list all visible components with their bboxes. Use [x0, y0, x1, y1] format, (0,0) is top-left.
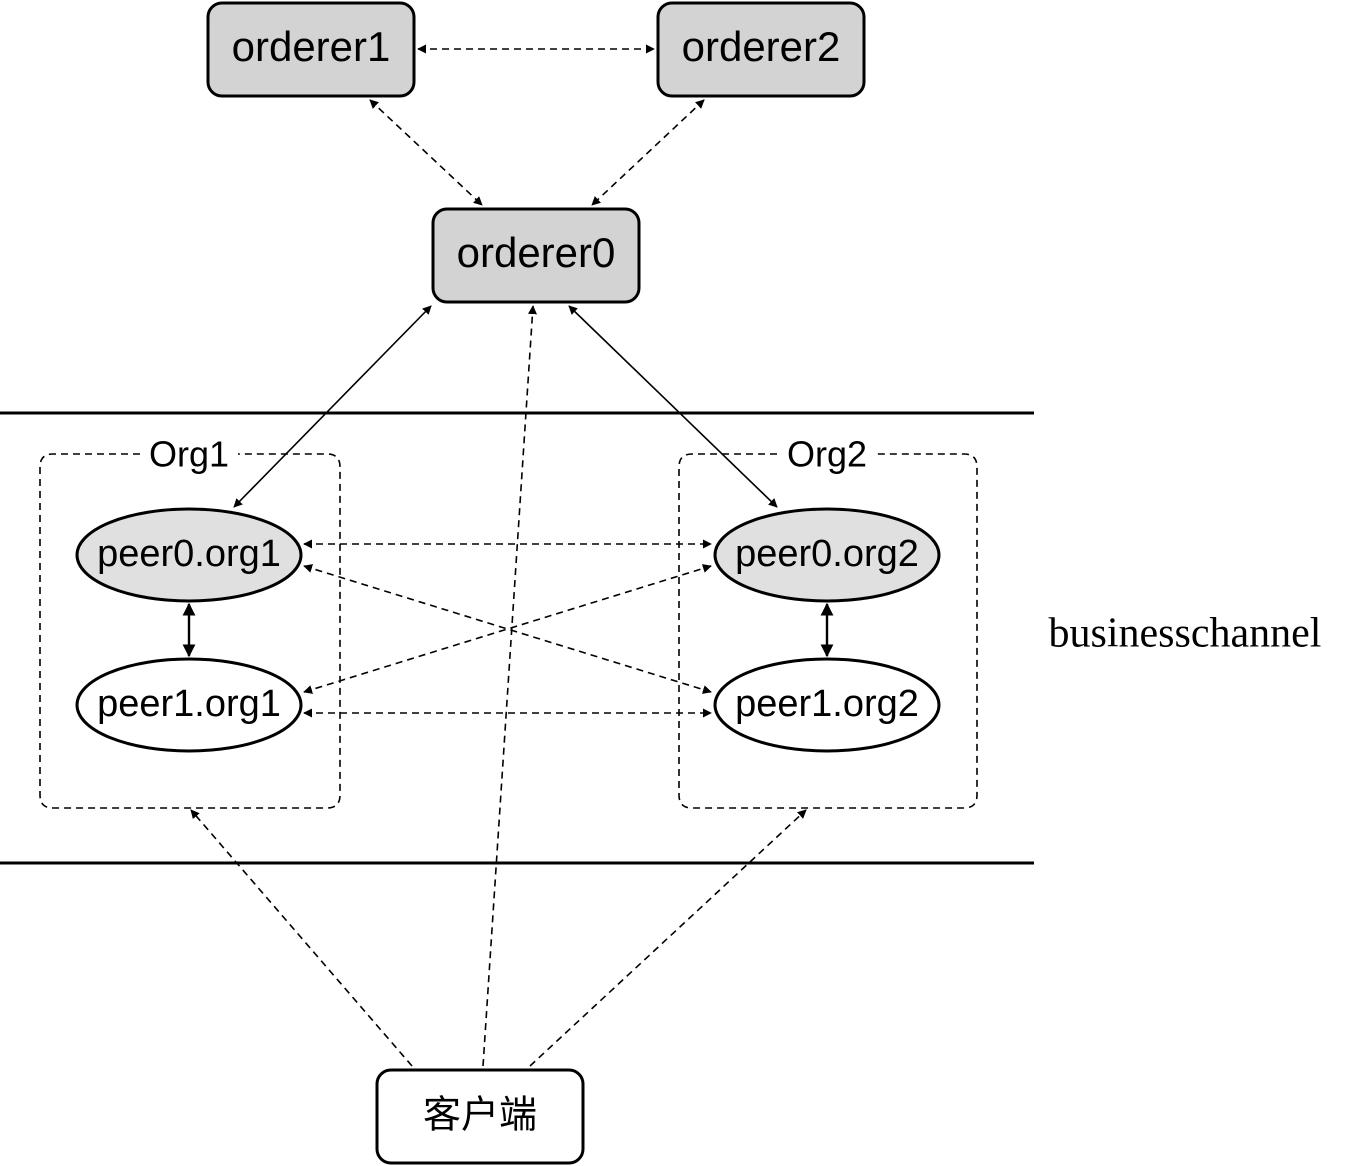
- orderer0-node[interactable]: [431, 207, 641, 304]
- org2-label: Org2: [787, 434, 867, 475]
- link-orderer2-orderer0: [591, 99, 705, 206]
- org1-label: Org1: [149, 434, 229, 475]
- orderer1-node[interactable]: [206, 1, 416, 98]
- link-client-org2: [529, 809, 807, 1067]
- peer1-org2-label: peer1.org2: [735, 683, 919, 725]
- link-orderer1-orderer0: [369, 99, 483, 206]
- peer0-org1-node[interactable]: [75, 507, 303, 603]
- peer0-org2-node[interactable]: [713, 507, 941, 603]
- orderer1-label: orderer1: [232, 23, 391, 70]
- link-client-orderer0: [482, 305, 537, 1067]
- link-orderer0-peer0-org1: [233, 305, 432, 508]
- peer1-org1-label: peer1.org1: [97, 683, 281, 725]
- link-orderer0-peer0-org2: [568, 305, 778, 508]
- peer0-org1-label: peer0.org1: [97, 533, 281, 575]
- orderer0-label: orderer0: [457, 229, 616, 276]
- client-node[interactable]: [375, 1068, 585, 1165]
- peer0-org2-label: peer0.org2: [735, 533, 919, 575]
- channel-label: businesschannel: [1049, 611, 1322, 657]
- client-label: 客户端: [423, 1093, 537, 1137]
- peer1-org1-node[interactable]: [75, 657, 303, 753]
- orderer2-label: orderer2: [682, 23, 841, 70]
- link-client-org1: [190, 809, 413, 1067]
- orderer2-node[interactable]: [656, 1, 866, 98]
- peer1-org2-node[interactable]: [713, 657, 941, 753]
